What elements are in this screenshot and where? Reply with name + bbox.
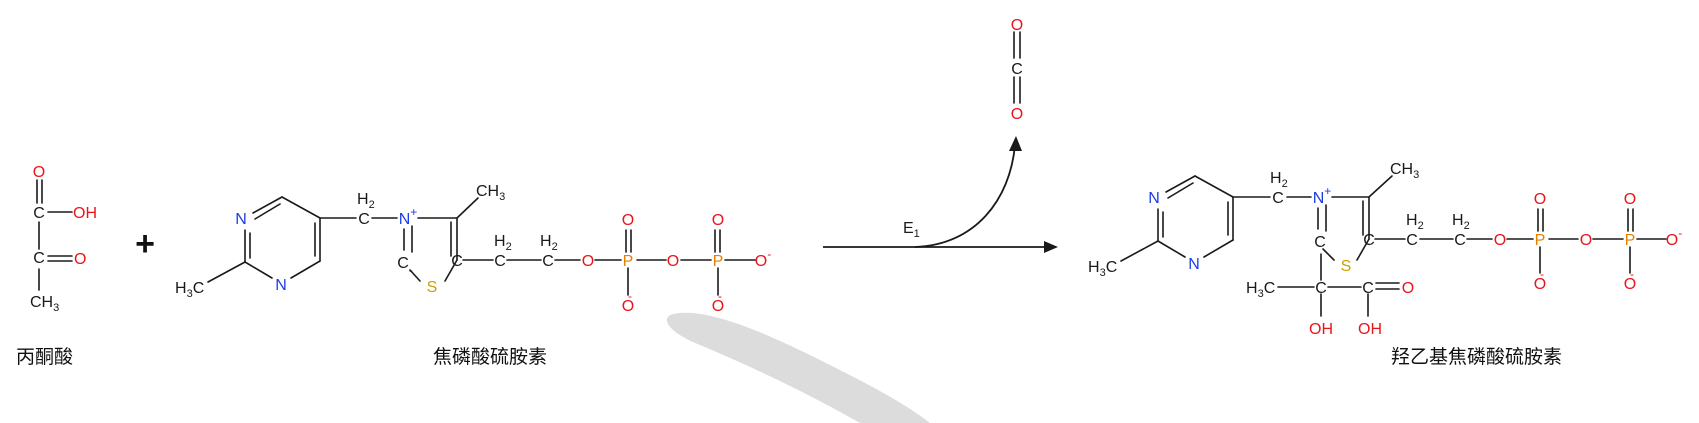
- tpp-atom-s: S: [427, 279, 438, 296]
- pyruvate-structure: O C OH C O CH3: [30, 164, 97, 314]
- htpp-atom-e1-c: C: [1406, 232, 1418, 249]
- htpp-atom-oh2: OH: [1358, 321, 1382, 338]
- tpp-name: 焦磷酸硫胺素: [433, 346, 547, 368]
- pyruvate-name: 丙酮酸: [16, 346, 73, 368]
- htpp-atom-p1-o-top: O: [1534, 191, 1546, 208]
- reaction-arrow: [823, 136, 1058, 253]
- tpp-atom-p2: P: [713, 253, 724, 270]
- htpp-atom-ch2-c: C: [1272, 190, 1284, 207]
- htpp-atom-ch3: CH3: [1390, 161, 1419, 181]
- htpp-atom-p1: P: [1535, 232, 1546, 249]
- htpp-atom-n3: N: [1188, 256, 1200, 273]
- htpp-atom-h3c-side: H3C: [1246, 280, 1275, 300]
- htpp-atom-o-link: O: [1494, 232, 1506, 249]
- tpp-atom-p2-o-top: O: [712, 212, 724, 229]
- tpp-atom-ch2-c: C: [358, 211, 370, 228]
- htpp-atom-h3c: H3C: [1088, 259, 1117, 279]
- co2-atom-o-bot: O: [1011, 106, 1023, 123]
- htpp-atom-n1: N: [1148, 190, 1160, 207]
- htpp-atom-o-mid: O: [1580, 232, 1592, 249]
- co2-atom-c: C: [1011, 61, 1023, 78]
- tpp-atom-ch3: CH3: [476, 183, 505, 203]
- htpp-atom-e2-h: H2: [1452, 212, 1470, 232]
- tpp-atom-n1: N: [235, 211, 247, 228]
- tpp-atom-h3c: H3C: [175, 280, 204, 300]
- tpp-atom-e2-c: C: [542, 253, 554, 270]
- htpp-atom-n-plus: N+: [1313, 184, 1332, 207]
- pyruvate-atom-oh: OH: [73, 205, 97, 222]
- htpp-atom-ca: C: [1315, 280, 1327, 297]
- tpp-structure: N N H3C H2 C N+ C- S CH3 C H2 C H2 C O P…: [175, 183, 771, 315]
- tpp-atom-o-link: O: [582, 253, 594, 270]
- enzyme-label: E1: [903, 220, 920, 240]
- tpp-atom-ch2-h: H2: [357, 191, 375, 211]
- htpp-atom-p1-o-bot: O-: [1534, 267, 1546, 293]
- pyruvate-atom-o-keto: O: [74, 251, 86, 268]
- tpp-atom-p2-o-end: O-: [755, 247, 771, 270]
- watermark-stroke: [666, 312, 930, 423]
- pyruvate-atom-o-top: O: [33, 164, 45, 181]
- co2-structure: O C O: [1011, 17, 1023, 123]
- tpp-atom-e2-h: H2: [540, 233, 558, 253]
- hydroxyethyl-tpp-structure: N N H3C H2 C N+ C S CH3 C H2 C H2 C O P …: [1088, 161, 1682, 338]
- tpp-atom-p1-o-top: O: [622, 212, 634, 229]
- tpp-atom-e1-c: C: [494, 253, 506, 270]
- htpp-atom-s: S: [1341, 258, 1352, 275]
- tpp-atom-n3: N: [275, 277, 287, 294]
- htpp-atom-e2-c: C: [1454, 232, 1466, 249]
- htpp-atom-p2-o-end: O-: [1666, 226, 1682, 249]
- tpp-atom-p1: P: [623, 253, 634, 270]
- tpp-atom-e1-h: H2: [494, 233, 512, 253]
- pyruvate-atom-c2: C: [33, 250, 45, 267]
- htpp-atom-c2: C: [1314, 234, 1326, 251]
- tpp-atom-p2-o-bot: O-: [712, 289, 724, 315]
- htpp-atom-p2-o-bot: O-: [1624, 267, 1636, 293]
- htpp-atom-p2: P: [1625, 232, 1636, 249]
- htpp-atom-e1-h: H2: [1406, 212, 1424, 232]
- tpp-atom-p1-o-bot: O-: [622, 289, 634, 315]
- tpp-atom-c-minus: C-: [397, 255, 413, 277]
- htpp-atom-oh1: OH: [1309, 321, 1333, 338]
- pyruvate-atom-ch3: CH3: [30, 294, 59, 314]
- htpp-atom-ch2-h: H2: [1270, 170, 1288, 190]
- htpp-atom-cooh-c: C: [1362, 280, 1374, 297]
- tpp-atom-n-plus: N+: [399, 205, 418, 228]
- tpp-atom-c5: C: [451, 253, 463, 270]
- pyruvate-atom-c1: C: [33, 205, 45, 222]
- htpp-atom-cooh-o: O: [1402, 280, 1414, 297]
- co2-atom-o-top: O: [1011, 17, 1023, 34]
- tpp-atom-o-mid: O: [667, 253, 679, 270]
- htpp-atom-p2-o-top: O: [1624, 191, 1636, 208]
- plus-sign: +: [135, 225, 155, 263]
- htpp-atom-c5: C: [1363, 232, 1375, 249]
- hydroxyethyl-tpp-name: 羟乙基焦磷酸硫胺素: [1391, 346, 1562, 368]
